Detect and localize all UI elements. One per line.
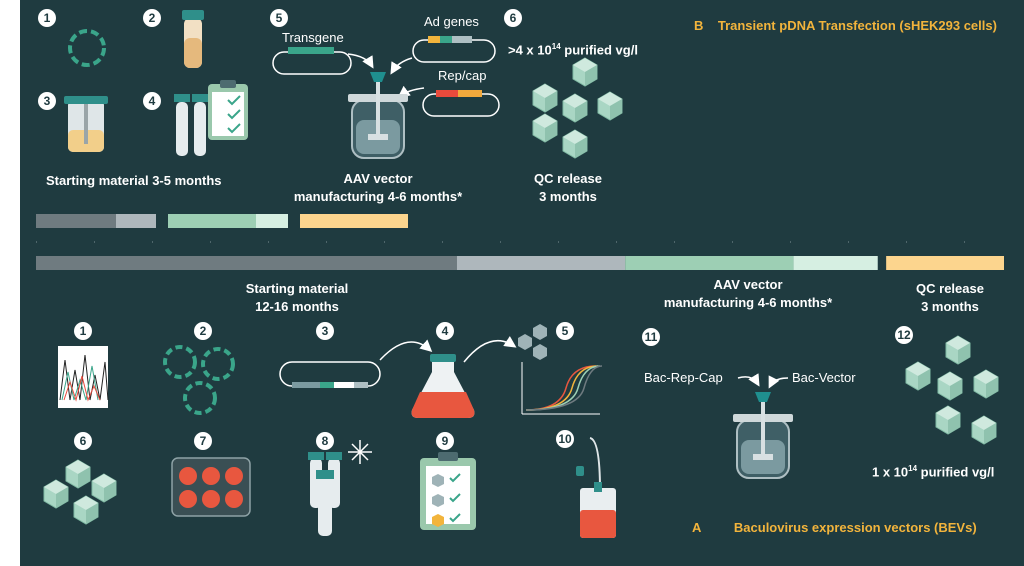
ad-genes-plasmid — [412, 36, 496, 63]
section-a-title: A Baculovirus expression vectors (BEVs) — [692, 520, 977, 535]
mfg-a-label: AAV vector manufacturing 4-6 months* — [648, 276, 848, 312]
timeline-a-bar-1 — [36, 256, 457, 270]
step-a-3: 3 — [316, 322, 334, 340]
qc-a-label: QC release 3 months — [900, 280, 1000, 316]
step-a-5: 5 — [556, 322, 574, 340]
mfg-b-label: AAV vector manufacturing 4-6 months* — [278, 170, 478, 206]
bioreactor-icon — [347, 71, 409, 159]
qc-a-line1: QC release — [916, 281, 984, 296]
rep-cap-plasmid — [422, 90, 500, 117]
growth-curve-icon — [518, 324, 603, 415]
step-a-1: 1 — [74, 322, 92, 340]
yield-b-suffix: purified vg/l — [560, 42, 638, 58]
yield-b: >4 x 1014 purified vg/l — [508, 38, 638, 59]
bac-vector-label: Bac-Vector — [792, 370, 856, 385]
timeline-b-bar-4 — [256, 214, 288, 228]
mfg-a-line2: manufacturing 4-6 months* — [663, 295, 833, 310]
plasmid-trio-icon — [163, 345, 235, 415]
rep-cap-label: Rep/cap — [438, 68, 487, 83]
step-a-4: 4 — [436, 322, 454, 340]
starting-a-line1: Starting material — [245, 281, 349, 296]
starting-a-line2: 12-16 months — [255, 299, 339, 314]
chromatogram-icon — [58, 346, 109, 408]
culture-bag-icon — [576, 437, 616, 538]
plasmid-icon — [68, 29, 106, 67]
step-a-7: 7 — [194, 432, 212, 450]
section-a-letter: A — [692, 520, 702, 535]
step-b-1: 1 — [38, 9, 56, 27]
transgene-plasmid — [272, 47, 352, 75]
timeline-a-bar-3 — [625, 256, 794, 270]
step-a-9: 9 — [436, 432, 454, 450]
bac-rep-cap-label: Bac-Rep-Cap — [644, 370, 723, 385]
step-a-2: 2 — [194, 322, 212, 340]
timeline-a-bar-5 — [886, 256, 1004, 270]
yield-a-suffix: purified vg/l — [917, 464, 995, 480]
step-a-6: 6 — [74, 432, 92, 450]
step-b-6: 6 — [504, 9, 522, 27]
mfg-b-line2: manufacturing 4-6 months* — [293, 189, 463, 204]
step-a-12: 12 — [895, 326, 913, 344]
timeline-a-bar-4 — [793, 256, 878, 270]
sample-container-icon — [64, 96, 108, 152]
timeline-b — [36, 214, 408, 228]
step-b-2: 2 — [143, 9, 161, 27]
tubes-clipboard-icon — [174, 80, 248, 156]
clipboard-icon — [420, 452, 476, 530]
timeline-a — [36, 256, 1004, 270]
capsid-cluster-b — [532, 57, 623, 159]
timeline-b-bar-1 — [36, 214, 116, 228]
yield-b-prefix: >4 x 10 — [508, 42, 552, 58]
yield-a-prefix: 1 x 10 — [872, 464, 909, 480]
step-a-11: 11 — [642, 328, 660, 346]
section-a-title-text: Baculovirus expression vectors (BEVs) — [733, 520, 977, 535]
yield-b-exp: 14 — [551, 42, 561, 51]
step-b-3: 3 — [38, 92, 56, 110]
section-b-title-text: Transient pDNA Transfection (sHEK293 cel… — [717, 18, 997, 33]
qc-b-line2: 3 months — [539, 189, 597, 204]
capsid-cluster-a6 — [43, 459, 117, 525]
capsid-cluster-a12 — [905, 335, 999, 445]
ad-genes-label: Ad genes — [424, 14, 479, 29]
bacmid-icon — [279, 361, 381, 388]
qc-b-label: QC release 3 months — [518, 170, 618, 206]
step-b-5: 5 — [270, 9, 288, 27]
bioreactor-icon-a — [732, 391, 794, 479]
timeline-b-bar-5 — [300, 214, 408, 228]
flask-icon — [411, 354, 475, 418]
cryo-tubes-icon — [308, 452, 342, 536]
step-a-10: 10 — [556, 430, 574, 448]
mfg-a-line1: AAV vector — [713, 277, 783, 292]
starting-material-a-label: Starting material 12-16 months — [222, 280, 372, 316]
qc-a-line2: 3 months — [921, 299, 979, 314]
step-b-4: 4 — [143, 92, 161, 110]
well-plate-icon — [171, 457, 251, 517]
yield-a-exp: 14 — [908, 464, 918, 473]
timeline-a-bar-2 — [456, 256, 626, 270]
yield-a: 1 x 1014 purified vg/l — [872, 460, 994, 481]
transgene-label: Transgene — [282, 30, 344, 45]
qc-b-line1: QC release — [534, 171, 602, 186]
tube-icon — [182, 10, 204, 68]
section-b-letter: B — [694, 18, 704, 33]
timeline-b-bar-3 — [168, 214, 256, 228]
starting-material-b-label: Starting material 3-5 months — [46, 173, 222, 188]
timeline-b-bar-2 — [116, 214, 156, 228]
mfg-b-line1: AAV vector — [343, 171, 413, 186]
step-a-8: 8 — [316, 432, 334, 450]
section-b-title: B Transient pDNA Transfection (sHEK293 c… — [694, 18, 997, 33]
snowflake-icon — [348, 440, 372, 464]
